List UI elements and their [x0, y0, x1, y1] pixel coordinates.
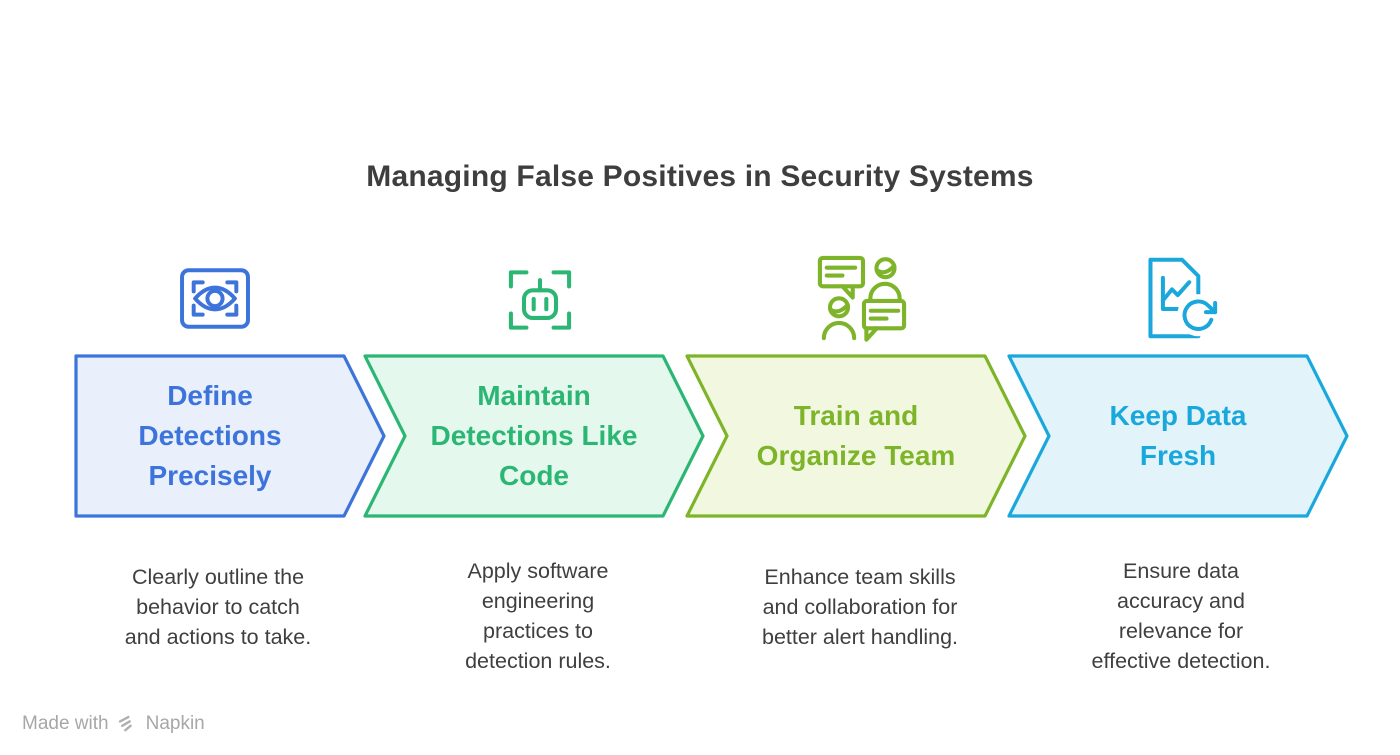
step-2-description: Apply software engineering practices to … [465, 559, 611, 673]
watermark-brand-text: Napkin [145, 713, 205, 734]
chevron-step-4 [1007, 354, 1349, 518]
step-3-description: Enhance team skills and collaboration fo… [761, 565, 959, 649]
chevron-step-2 [363, 354, 705, 518]
chevron-step-1 [74, 354, 386, 518]
step-1-description: Clearly outline the behavior to catch an… [124, 565, 312, 649]
eye-detection-icon [165, 250, 265, 346]
step-4-label: Keep Data Fresh [1109, 400, 1247, 471]
step-3-label: Train and Organize Team [756, 400, 956, 471]
robot-scan-icon [490, 252, 590, 348]
data-refresh-icon [1133, 250, 1233, 346]
chevron-step-3 [685, 354, 1027, 518]
step-1-label: Define Detections Precisely [138, 380, 282, 491]
napkin-logo-icon [118, 715, 132, 731]
step-4-description: Ensure data accuracy and relevance for e… [1091, 559, 1271, 673]
page-title: Managing False Positives in Security Sys… [366, 160, 1034, 193]
watermark: Made with Napkin [22, 710, 205, 738]
step-2-label: Maintain Detections Like Code [430, 380, 638, 491]
watermark-made-with-text: Made with [22, 713, 109, 734]
team-chat-icon [812, 251, 912, 347]
